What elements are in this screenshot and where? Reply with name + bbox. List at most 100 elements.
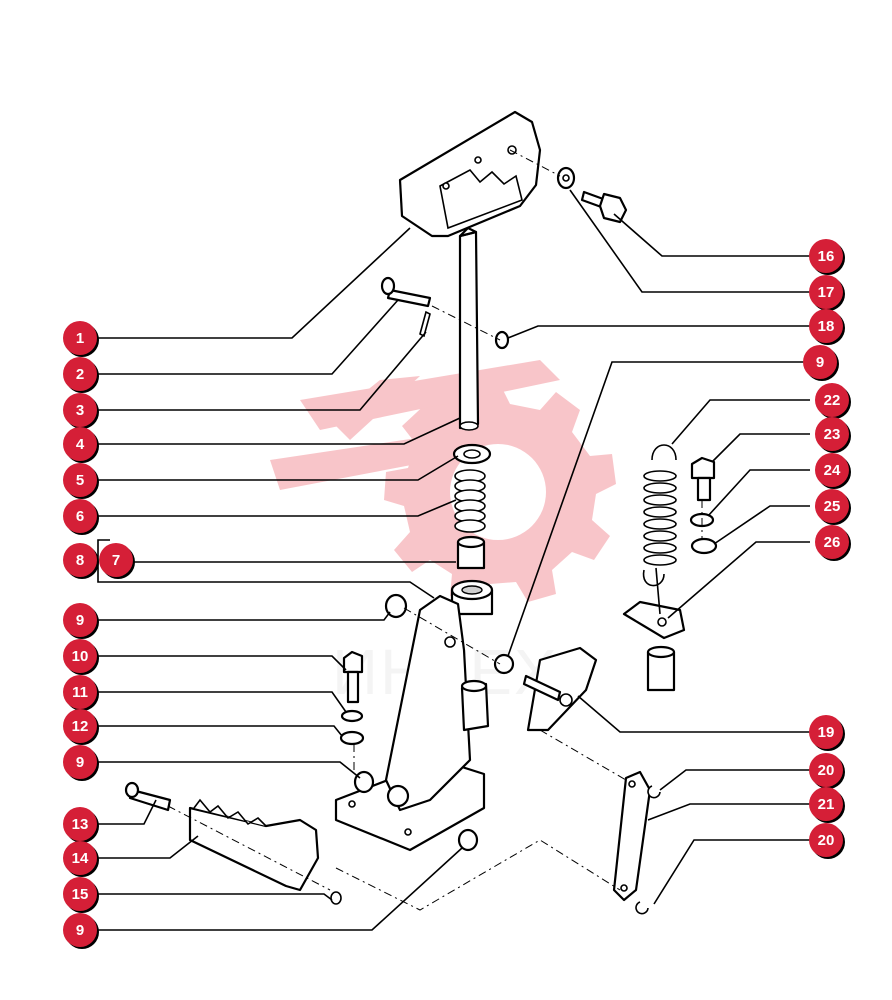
washer-18: [494, 330, 510, 350]
callout-badge-c15: 15: [63, 877, 99, 913]
ratchet-sector-plate: [398, 110, 542, 238]
parts-drawing: [124, 110, 718, 915]
callout-badge-c3: 3: [63, 393, 99, 429]
callout-number: 18: [818, 318, 835, 335]
callout-badge-c9a: 9: [63, 603, 99, 639]
callout-badge-c21: 21: [809, 787, 845, 823]
callout-badge-c26: 26: [815, 525, 851, 561]
callout-badge-c12: 12: [63, 709, 99, 745]
bushing-9a: [384, 593, 408, 619]
callout-circle: [63, 675, 97, 709]
callout-badge-c17: 17: [809, 275, 845, 311]
callout-circle: [815, 525, 849, 559]
callout-circle: [63, 807, 97, 841]
callout-circle: [815, 383, 849, 417]
callout-circle: [99, 543, 133, 577]
callout-circle: [63, 393, 97, 427]
callout-badge-c4: 4: [63, 427, 99, 463]
washer-12: [339, 730, 365, 746]
callout-badge-c11: 11: [63, 675, 99, 711]
compression-spring-6: [454, 469, 486, 533]
callout-circle: [63, 709, 97, 743]
bolt-16: [580, 190, 628, 224]
callout-circle: [63, 603, 97, 637]
bushing-7: [456, 535, 486, 570]
callout-number: 24: [824, 462, 841, 479]
callout-number: 9: [816, 354, 824, 371]
callout-circle: [63, 499, 97, 533]
callout-circle: [809, 787, 843, 821]
callout-badge-c20a: 20: [809, 753, 845, 789]
callout-number: 9: [76, 922, 84, 939]
callout-circle: [63, 427, 97, 461]
callout-circle: [63, 321, 97, 355]
callouts: 1234567891011129131415916171892223242526…: [63, 239, 851, 949]
callout-circle: [809, 753, 843, 787]
callout-number: 22: [824, 392, 841, 409]
watermark-logo: ИНТЕХ: [270, 360, 616, 708]
callout-badge-c25: 25: [815, 489, 851, 525]
callout-circle: [809, 715, 843, 749]
callout-number: 12: [72, 718, 89, 735]
callout-circle: [63, 543, 97, 577]
callout-badge-c8: 8: [63, 543, 99, 579]
callout-number: 19: [818, 724, 835, 741]
callout-circle: [63, 913, 97, 947]
callout-circle: [63, 877, 97, 911]
callout-badge-c10: 10: [63, 639, 99, 675]
callout-number: 25: [824, 498, 841, 515]
callout-badge-c23: 23: [815, 417, 851, 453]
callout-circle: [815, 417, 849, 451]
leader-lines: [97, 189, 810, 931]
callout-number: 11: [72, 684, 88, 701]
pin-2: [380, 276, 432, 308]
bushing-9b: [353, 770, 375, 794]
lever-rod-4: [458, 226, 480, 431]
callout-badge-c2: 2: [63, 357, 99, 393]
callout-circle: [809, 823, 843, 857]
callout-number: 3: [76, 402, 84, 419]
callout-number: 13: [72, 816, 89, 833]
callout-badge-c22: 22: [815, 383, 851, 419]
callout-number: 16: [818, 248, 835, 265]
callout-badge-c7: 7: [99, 543, 135, 579]
callout-badge-c5: 5: [63, 463, 99, 499]
callout-badge-c14: 14: [63, 841, 99, 877]
callout-number: 20: [818, 762, 835, 779]
lever-arm-19: [522, 646, 598, 732]
callout-number: 21: [818, 796, 835, 813]
washer-25: [690, 537, 718, 555]
callout-badge-c19: 19: [809, 715, 845, 751]
callout-number: 15: [72, 886, 89, 903]
clip-15: [330, 891, 342, 905]
callout-number: 10: [72, 648, 89, 665]
callout-circle: [63, 357, 97, 391]
pin-13: [124, 781, 172, 812]
clip-20a: [647, 785, 661, 799]
callout-circle: [815, 489, 849, 523]
callout-number: 23: [824, 426, 841, 443]
gear-logo-icon: [270, 360, 616, 604]
callout-number: 2: [76, 366, 84, 383]
callout-circle: [809, 239, 843, 273]
callout-badge-c20b: 20: [809, 823, 845, 859]
callout-number: 8: [76, 552, 84, 569]
callout-circle: [809, 309, 843, 343]
callout-number: 1: [76, 330, 84, 347]
lever-bracket: [334, 594, 490, 852]
callout-badge-c9d: 9: [803, 345, 839, 381]
callout-circle: [63, 841, 97, 875]
callout-badge-c13: 13: [63, 807, 99, 843]
callout-number: 7: [112, 552, 120, 569]
callout-badge-c1: 1: [63, 321, 99, 357]
callout-number: 6: [76, 508, 84, 525]
callout-circle: [63, 639, 97, 673]
cotter-pin-3: [419, 310, 431, 338]
callout-number: 9: [76, 612, 84, 629]
extension-spring-22: [642, 444, 677, 587]
callout-badge-c6: 6: [63, 499, 99, 535]
callout-badge-c24: 24: [815, 453, 851, 489]
bushing-9d: [493, 653, 515, 675]
bracket-26: [622, 600, 686, 692]
